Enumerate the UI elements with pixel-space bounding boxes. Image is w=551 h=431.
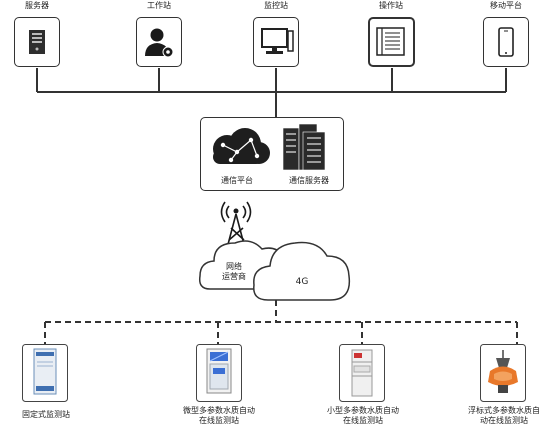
- workstation-node[interactable]: [136, 17, 182, 67]
- buoy-station-device[interactable]: [480, 344, 526, 402]
- micro-station-device[interactable]: [196, 344, 242, 402]
- server-rack-icon: [282, 123, 326, 171]
- monitor-pc-icon: [261, 28, 294, 54]
- operation-node[interactable]: [368, 17, 415, 67]
- operator-label-line2: 运营商: [222, 272, 246, 281]
- operator-label-line1: 网络: [226, 262, 242, 271]
- station-label-small-1: 小型多参数水质自动: [327, 406, 399, 415]
- node-label-monitor: 监控站: [264, 1, 288, 10]
- node-label-mobile: 移动平台: [490, 1, 522, 10]
- mobile-phone-icon: [498, 27, 514, 57]
- buoy-icon: [480, 344, 526, 402]
- server-node[interactable]: [14, 17, 60, 67]
- station-label-micro-1: 微型多参数水质自动: [183, 406, 255, 415]
- station-label-small-2: 在线监测站: [343, 416, 383, 425]
- station-label-buoy-1: 浮标式多参数水质自: [468, 406, 540, 415]
- comm-platform-label: 通信平台: [221, 176, 253, 185]
- node-label-workstation: 工作站: [147, 1, 171, 10]
- micro-station-icon: [196, 344, 242, 402]
- workstation-user-icon: [145, 28, 174, 58]
- operation-panel-icon: [376, 27, 405, 56]
- fixed-station-device[interactable]: [22, 344, 68, 402]
- station-label-fixed: 固定式监测站: [22, 410, 70, 419]
- small-station-icon: [339, 344, 385, 402]
- monitor-node[interactable]: [253, 17, 299, 67]
- comm-center-box: 通信平台 通信服务器: [200, 117, 344, 191]
- cloud-network-icon: [213, 128, 270, 164]
- station-label-micro-2: 在线监测站: [199, 416, 239, 425]
- mobile-node[interactable]: [483, 17, 529, 67]
- fixed-cabinet-icon: [22, 344, 68, 402]
- station-label-buoy-2: 动在线监测站: [480, 416, 528, 425]
- 4g-cloud: [253, 241, 351, 301]
- small-station-device[interactable]: [339, 344, 385, 402]
- node-label-operation: 操作站: [379, 1, 403, 10]
- node-label-server: 服务器: [25, 1, 49, 10]
- server-icon: [29, 30, 45, 54]
- 4g-label: 4G: [295, 277, 309, 287]
- comm-server-label: 通信服务器: [289, 176, 329, 185]
